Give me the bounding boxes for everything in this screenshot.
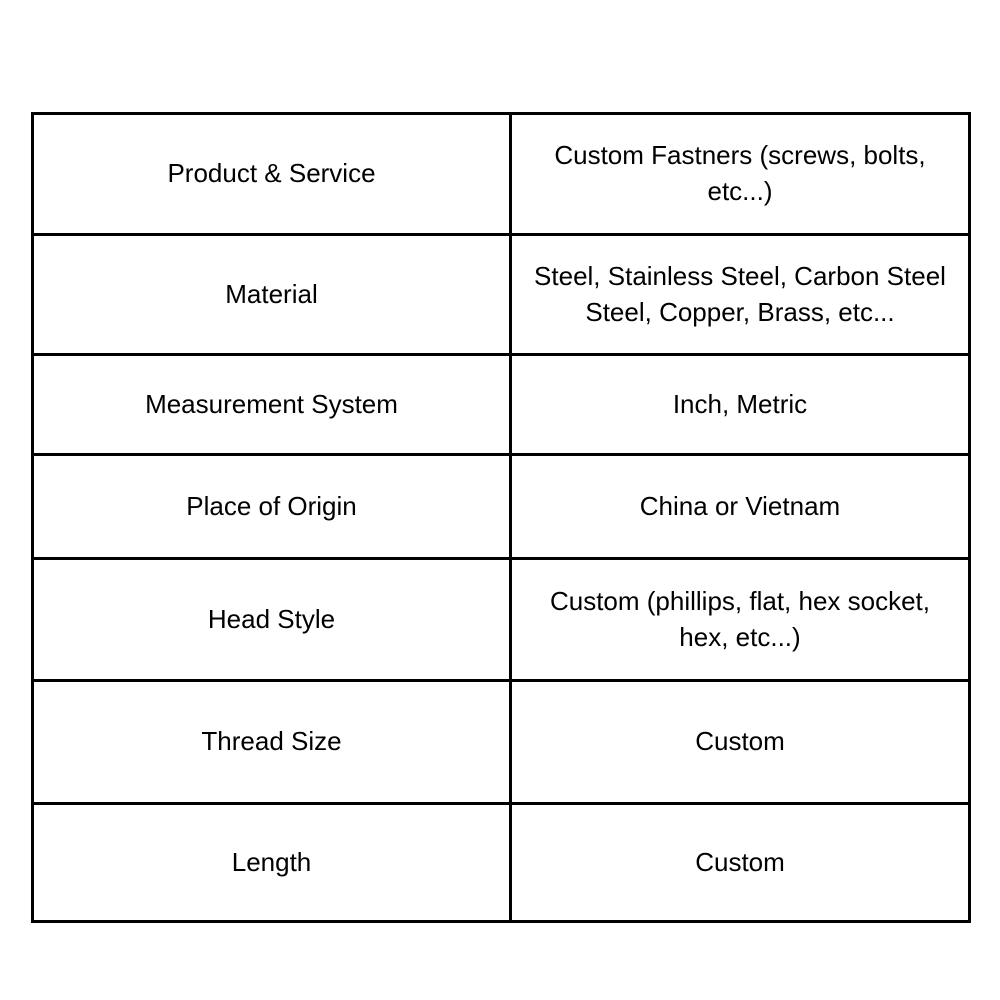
spec-value-text: Custom bbox=[695, 726, 785, 757]
product-specification-table: Product & Service Custom Fastners (screw… bbox=[31, 112, 971, 923]
spec-value-text: Custom bbox=[695, 846, 785, 877]
spec-label-text: Material bbox=[225, 278, 318, 309]
spec-value-text: Steel, Stainless Steel, Carbon Steel Ste… bbox=[534, 260, 946, 327]
spec-label-text: Place of Origin bbox=[186, 490, 357, 521]
spec-label-cell: Length bbox=[31, 802, 512, 923]
spec-value-cell: Custom (phillips, flat, hex socket, hex,… bbox=[509, 557, 971, 682]
table-row: Head Style Custom (phillips, flat, hex s… bbox=[31, 557, 971, 682]
table-row: Product & Service Custom Fastners (screw… bbox=[31, 112, 971, 236]
spec-value-cell: Custom bbox=[509, 679, 971, 805]
spec-label-cell: Material bbox=[31, 233, 512, 356]
table-row: Length Custom bbox=[31, 802, 971, 923]
spec-value-cell: Custom Fastners (screws, bolts, etc...) bbox=[509, 112, 971, 236]
spec-value-cell: Inch, Metric bbox=[509, 353, 971, 456]
spec-value-cell: Steel, Stainless Steel, Carbon Steel Ste… bbox=[509, 233, 971, 356]
spec-value-cell: Custom bbox=[509, 802, 971, 923]
table-row: Measurement System Inch, Metric bbox=[31, 353, 971, 456]
table-body: Product & Service Custom Fastners (screw… bbox=[31, 112, 971, 923]
spec-label-cell: Measurement System bbox=[31, 353, 512, 456]
table-row: Place of Origin China or Vietnam bbox=[31, 453, 971, 560]
spec-label-text: Measurement System bbox=[145, 388, 398, 419]
spec-label-text: Thread Size bbox=[201, 726, 342, 757]
spec-label-text: Head Style bbox=[207, 603, 336, 634]
spec-label-cell: Product & Service bbox=[31, 112, 512, 236]
spec-value-text: Custom (phillips, flat, hex socket, hex,… bbox=[549, 585, 931, 652]
spec-label-text: Product & Service bbox=[167, 158, 376, 189]
spec-value-text: Inch, Metric bbox=[672, 388, 808, 419]
spec-value-cell: China or Vietnam bbox=[509, 453, 971, 560]
table-row: Material Steel, Stainless Steel, Carbon … bbox=[31, 233, 971, 356]
spec-label-cell: Head Style bbox=[31, 557, 512, 682]
spec-label-cell: Thread Size bbox=[31, 679, 512, 805]
spec-value-text: Custom Fastners (screws, bolts, etc...) bbox=[554, 140, 926, 206]
table-row: Thread Size Custom bbox=[31, 679, 971, 805]
spec-label-text: Length bbox=[231, 846, 312, 877]
spec-value-text: China or Vietnam bbox=[639, 490, 841, 521]
spec-label-cell: Place of Origin bbox=[31, 453, 512, 560]
